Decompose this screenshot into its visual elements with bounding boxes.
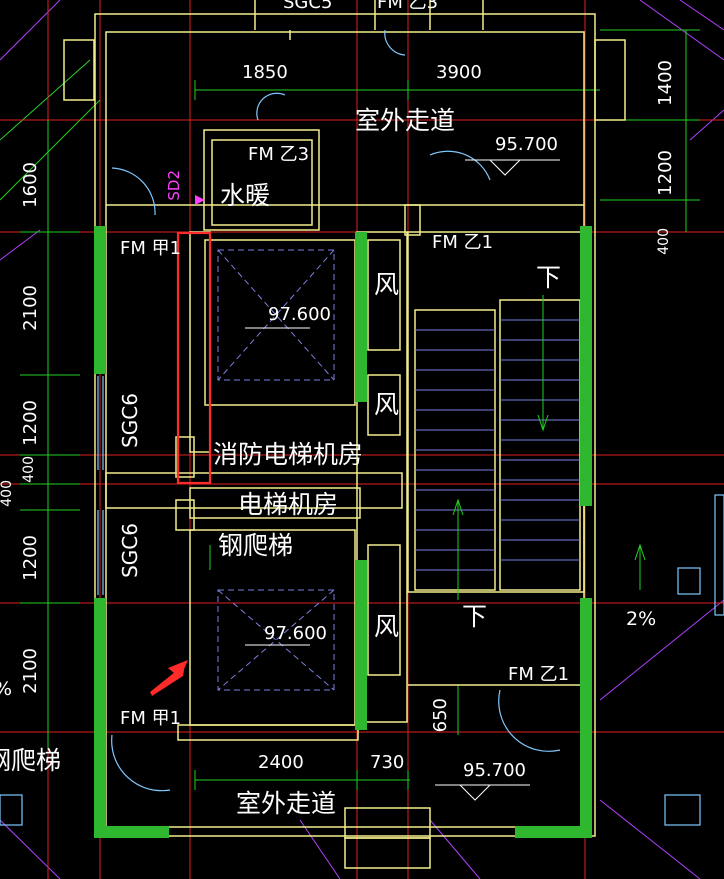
stair-down-2: 下: [462, 602, 488, 631]
fm-z1-lower-label: FM 乙1: [508, 664, 570, 685]
green-walls: [94, 226, 592, 838]
fm-z3-top-label: FM 乙3: [377, 0, 439, 13]
wind-room-1: 风: [374, 270, 400, 299]
dim-left-400-b: 400: [0, 480, 15, 507]
dim-left-1200-lower: 1200: [20, 535, 41, 581]
dim-right-1400: 1400: [655, 60, 676, 106]
dim-left-1200-upper: 1200: [20, 400, 41, 446]
elevation-elevator-upper: 97.600: [268, 304, 331, 325]
dimension-lines: [0, 29, 700, 790]
stair-treads: [415, 319, 580, 571]
wind-room-2: 风: [374, 390, 400, 419]
dim-right-1200: 1200: [655, 150, 676, 196]
sgc6-lower-label: SGC6: [118, 523, 142, 578]
elevation-top-right: 95.700: [495, 134, 558, 155]
elevation-bottom-right: 95.700: [463, 760, 526, 781]
dim-3900: 3900: [436, 62, 482, 83]
dim-650: 650: [430, 698, 451, 733]
outdoor-corridor-bottom: 室外走道: [236, 789, 337, 818]
dim-2400: 2400: [258, 752, 304, 773]
sgc6-upper-label: SGC6: [118, 393, 142, 448]
highlight-box[interactable]: [176, 231, 212, 485]
sgc5-label: SGC5: [283, 0, 333, 13]
edge-percent: %: [0, 680, 12, 699]
wind-room-3: 风: [374, 612, 400, 641]
outdoor-corridor-top: 室外走道: [355, 106, 456, 135]
steel-ladder: 钢爬梯: [218, 531, 294, 560]
red-arrow-annotation: [150, 660, 188, 696]
stair-down-1: 下: [536, 263, 562, 292]
stair-arrows: [452, 295, 646, 600]
dim-left-2100-upper: 2100: [20, 285, 41, 331]
elevator-shafts: [217, 249, 335, 691]
dim-730: 730: [370, 752, 405, 773]
sd2-marker: [195, 195, 205, 205]
elevation-markers: [245, 159, 560, 801]
steel-ladder-left: 钢爬梯: [0, 746, 62, 775]
elevator-machine-room: 电梯机房: [238, 490, 339, 519]
fm-z3-room-label: FM 乙3: [248, 144, 310, 165]
dim-left-1600: 1600: [20, 162, 41, 208]
walls: [63, 0, 626, 869]
fire-elevator-machine-room: 消防电梯机房: [213, 440, 364, 469]
slope-label: 2%: [626, 608, 657, 630]
water-heating-room: 水暖: [220, 181, 271, 210]
dim-right-400: 400: [656, 228, 672, 255]
elevation-elevator-lower: 97.600: [264, 623, 327, 644]
dim-left-2100-lower: 2100: [20, 648, 41, 694]
fm-j1-lower-label: FM 甲1: [120, 708, 182, 729]
dim-left-400-a: 400: [21, 456, 37, 483]
dim-1850: 1850: [242, 62, 288, 83]
windows: [0, 29, 724, 826]
sd2-label: SD2: [165, 170, 183, 201]
fm-j1-upper-label: FM 甲1: [120, 238, 182, 259]
fm-z1-upper-label: FM 乙1: [432, 232, 494, 253]
